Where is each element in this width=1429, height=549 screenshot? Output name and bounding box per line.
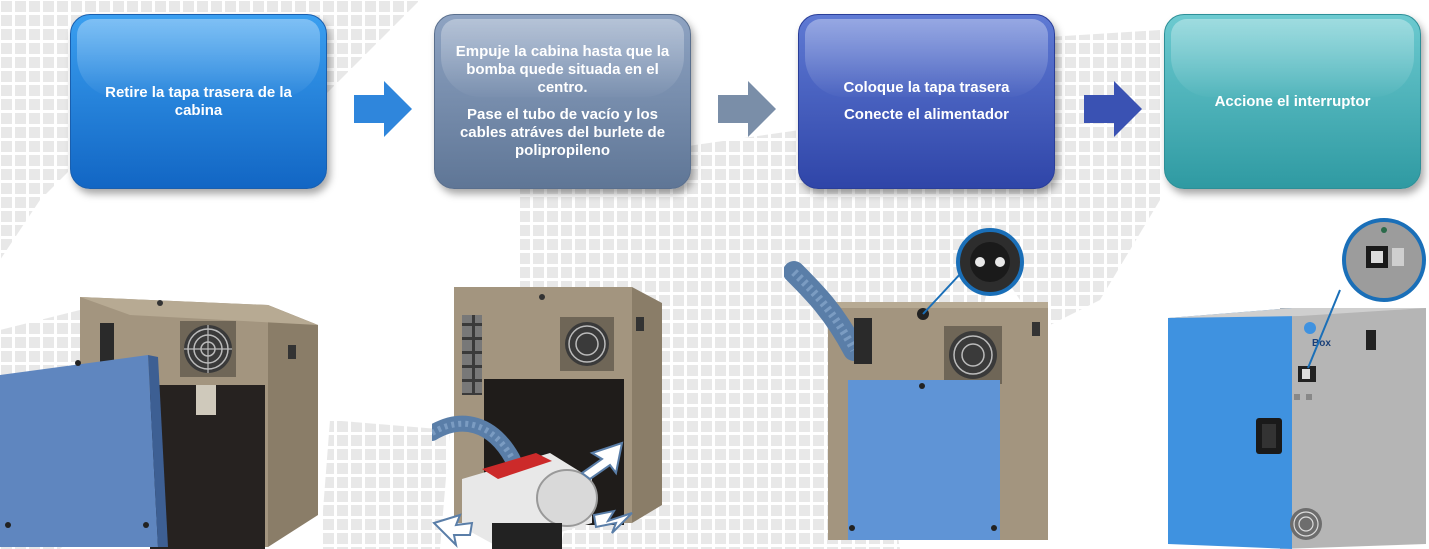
step-4-box: Accione el interruptor <box>1164 14 1421 189</box>
cabinet-open-back-photo <box>0 297 318 549</box>
step-1-box: Retire la tapa trasera de la cabina <box>70 14 327 189</box>
step-2-box: Empuje la cabina hasta que la bomba qued… <box>434 14 691 189</box>
right-arrow-icon <box>1084 81 1142 137</box>
step-3-box: Coloque la tapa trasera Conecte el alime… <box>798 14 1055 189</box>
step-4-text: Accione el interruptor <box>1214 92 1371 110</box>
brand-logo-text: Box <box>1312 338 1331 349</box>
right-arrow-icon <box>718 81 776 137</box>
step-3-text-1: Coloque la tapa trasera <box>843 79 1010 96</box>
step-1-text: Retire la tapa trasera de la cabina <box>105 83 292 119</box>
step-2-text-2: Pase el tubo de vacío y los cables atráv… <box>459 106 666 159</box>
back-panel-connector-photo <box>784 228 1048 540</box>
right-arrow-icon <box>354 81 412 137</box>
cabinet-front-switch-photo: Box <box>1168 218 1426 549</box>
vacuum-pump-photo <box>432 287 662 549</box>
step-2-text-1: Empuje la cabina hasta que la bomba qued… <box>455 43 670 96</box>
step-3-text-2: Conecte el alimentador <box>843 106 1010 123</box>
